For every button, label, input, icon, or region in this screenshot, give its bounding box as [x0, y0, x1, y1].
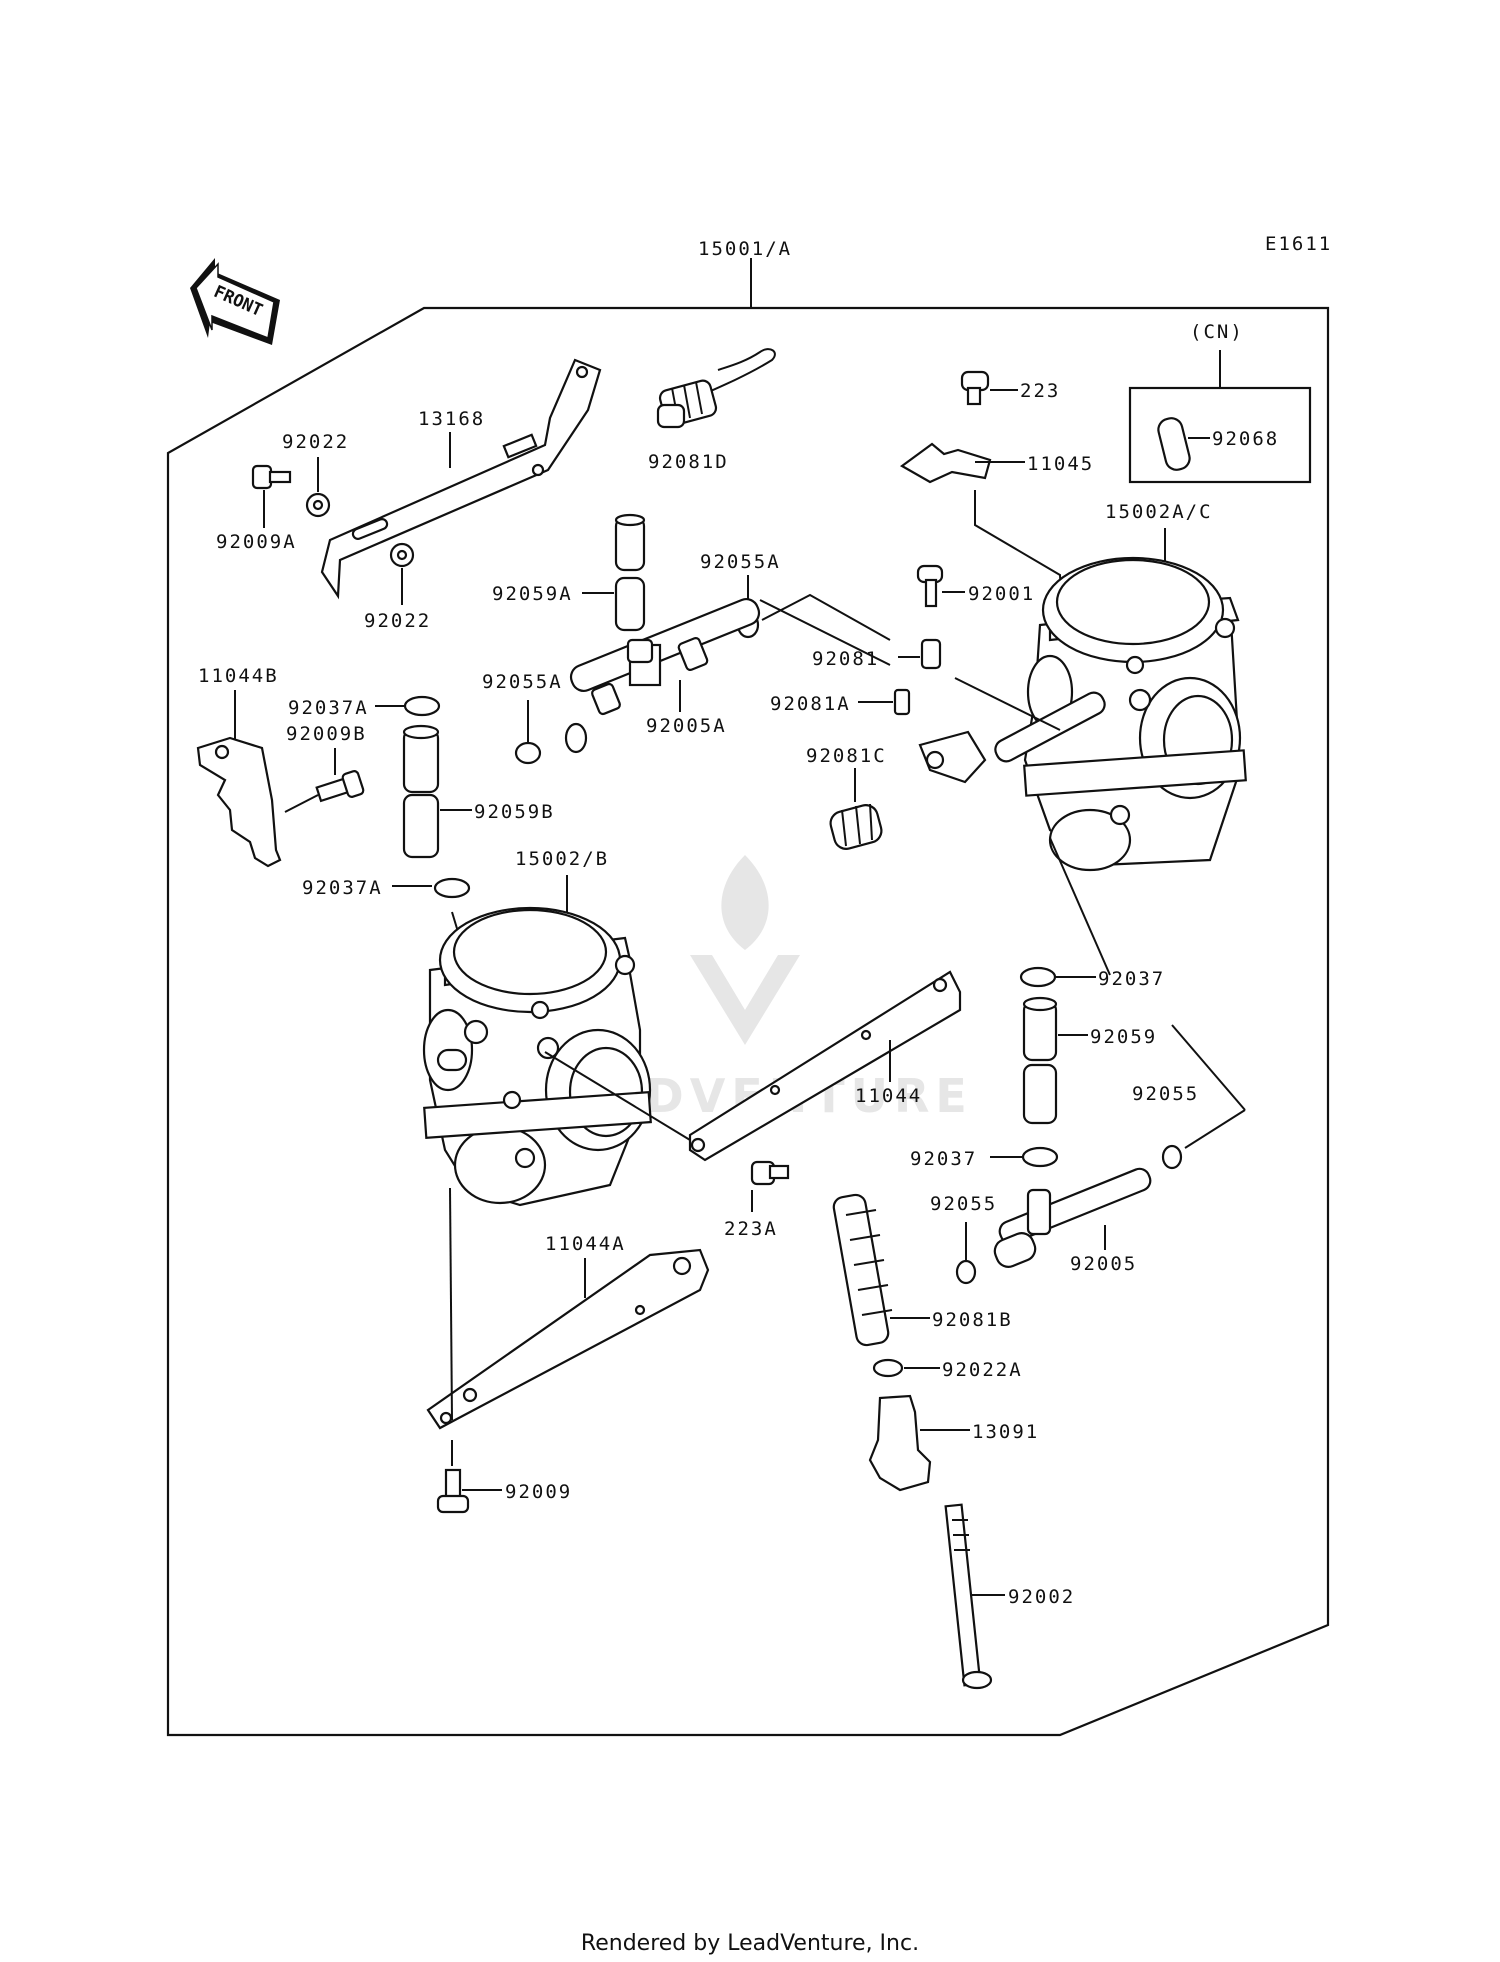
fitting-92005 — [993, 1167, 1152, 1268]
spring-92081 — [920, 638, 942, 670]
screw-223 — [960, 370, 990, 406]
screw-92009A — [251, 464, 292, 490]
front-arrow-icon: FRONT — [190, 258, 280, 345]
carburetor-15002B — [422, 906, 652, 1207]
label-15001A: 15001/A — [698, 238, 792, 260]
label-223: 223 — [1020, 380, 1060, 402]
plate-11044 — [688, 970, 962, 1162]
cn-box — [1128, 386, 1312, 484]
label-92055-mid: 92055 — [930, 1193, 997, 1215]
label-92005: 92005 — [1070, 1253, 1137, 1275]
label-92037-top: 92037 — [1098, 968, 1165, 990]
label-92059B: 92059B — [474, 801, 555, 823]
label-92081C: 92081C — [806, 745, 887, 767]
oring-92055-mid — [955, 1259, 977, 1285]
label-92009: 92009 — [505, 1481, 572, 1503]
tube-92059 — [1022, 996, 1058, 1125]
label-92037A-top: 92037A — [288, 697, 369, 719]
bracket-13168 — [320, 358, 602, 600]
label-92068: 92068 — [1212, 428, 1279, 450]
diagram-code: E1611 — [1265, 233, 1332, 255]
screw-92009 — [436, 1468, 470, 1514]
clip-92037-top — [1019, 966, 1057, 988]
label-15002B: 15002/B — [515, 848, 609, 870]
label-92081D: 92081D — [648, 451, 729, 473]
tube-92059B — [402, 724, 440, 859]
clip-92037A-bottom — [433, 877, 471, 899]
label-92081A: 92081A — [770, 693, 851, 715]
label-13091: 13091 — [972, 1421, 1039, 1443]
label-92022A: 92022A — [942, 1359, 1023, 1381]
label-92022-bottom: 92022 — [364, 610, 431, 632]
label-11044: 11044 — [855, 1085, 922, 1107]
bracket-11044B — [196, 736, 282, 868]
label-92059: 92059 — [1090, 1026, 1157, 1048]
label-92081: 92081 — [812, 648, 879, 670]
knob-13091 — [868, 1394, 932, 1492]
plate-11044A — [426, 1248, 710, 1430]
spring-92081B — [832, 1193, 893, 1347]
screw-92009B — [315, 770, 365, 803]
label-92055A-top: 92055A — [700, 551, 781, 573]
label-15002AC: 15002A/C — [1105, 501, 1213, 523]
fitting-92005A — [564, 598, 761, 754]
clip-92037A-top — [403, 695, 441, 717]
label-13168: 13168 — [418, 408, 485, 430]
assembly-frame — [166, 306, 1330, 1737]
clip-92037-bottom — [1021, 1146, 1059, 1168]
spring-92081A — [893, 688, 911, 716]
oring-92055-right — [1161, 1144, 1183, 1170]
spring-92081D — [656, 348, 776, 429]
screw-92002 — [944, 1503, 993, 1690]
footer-credit: Rendered by LeadVenture, Inc. — [581, 1931, 919, 1956]
label-11044A: 11044A — [545, 1233, 626, 1255]
label-92022-top: 92022 — [282, 431, 349, 453]
tube-92059A — [614, 513, 646, 632]
label-11044B: 11044B — [198, 665, 279, 687]
label-92037A-bottom: 92037A — [302, 877, 383, 899]
label-92009A: 92009A — [216, 531, 297, 553]
link-rod — [918, 691, 1106, 784]
label-92055-right: 92055 — [1132, 1083, 1199, 1105]
cap-92068 — [1157, 417, 1191, 471]
clip-11045 — [899, 442, 992, 484]
label-92055A-left: 92055A — [482, 671, 563, 693]
label-92009B: 92009B — [286, 723, 367, 745]
label-cn: (CN) — [1190, 321, 1244, 343]
label-11045: 11045 — [1027, 453, 1094, 475]
washer-92022A — [872, 1358, 904, 1378]
oring-92055A-left — [514, 741, 542, 765]
label-92037-bottom: 92037 — [910, 1148, 977, 1170]
carburetor-15002AC — [1023, 556, 1247, 872]
label-92001: 92001 — [968, 583, 1035, 605]
label-223A: 223A — [724, 1218, 778, 1240]
label-92002: 92002 — [1008, 1586, 1075, 1608]
screw-92001 — [916, 564, 944, 608]
label-92059A: 92059A — [492, 583, 573, 605]
screw-223A — [750, 1160, 790, 1186]
label-92081B: 92081B — [932, 1309, 1013, 1331]
label-92005A: 92005A — [646, 715, 727, 737]
spring-92081C — [829, 803, 883, 850]
